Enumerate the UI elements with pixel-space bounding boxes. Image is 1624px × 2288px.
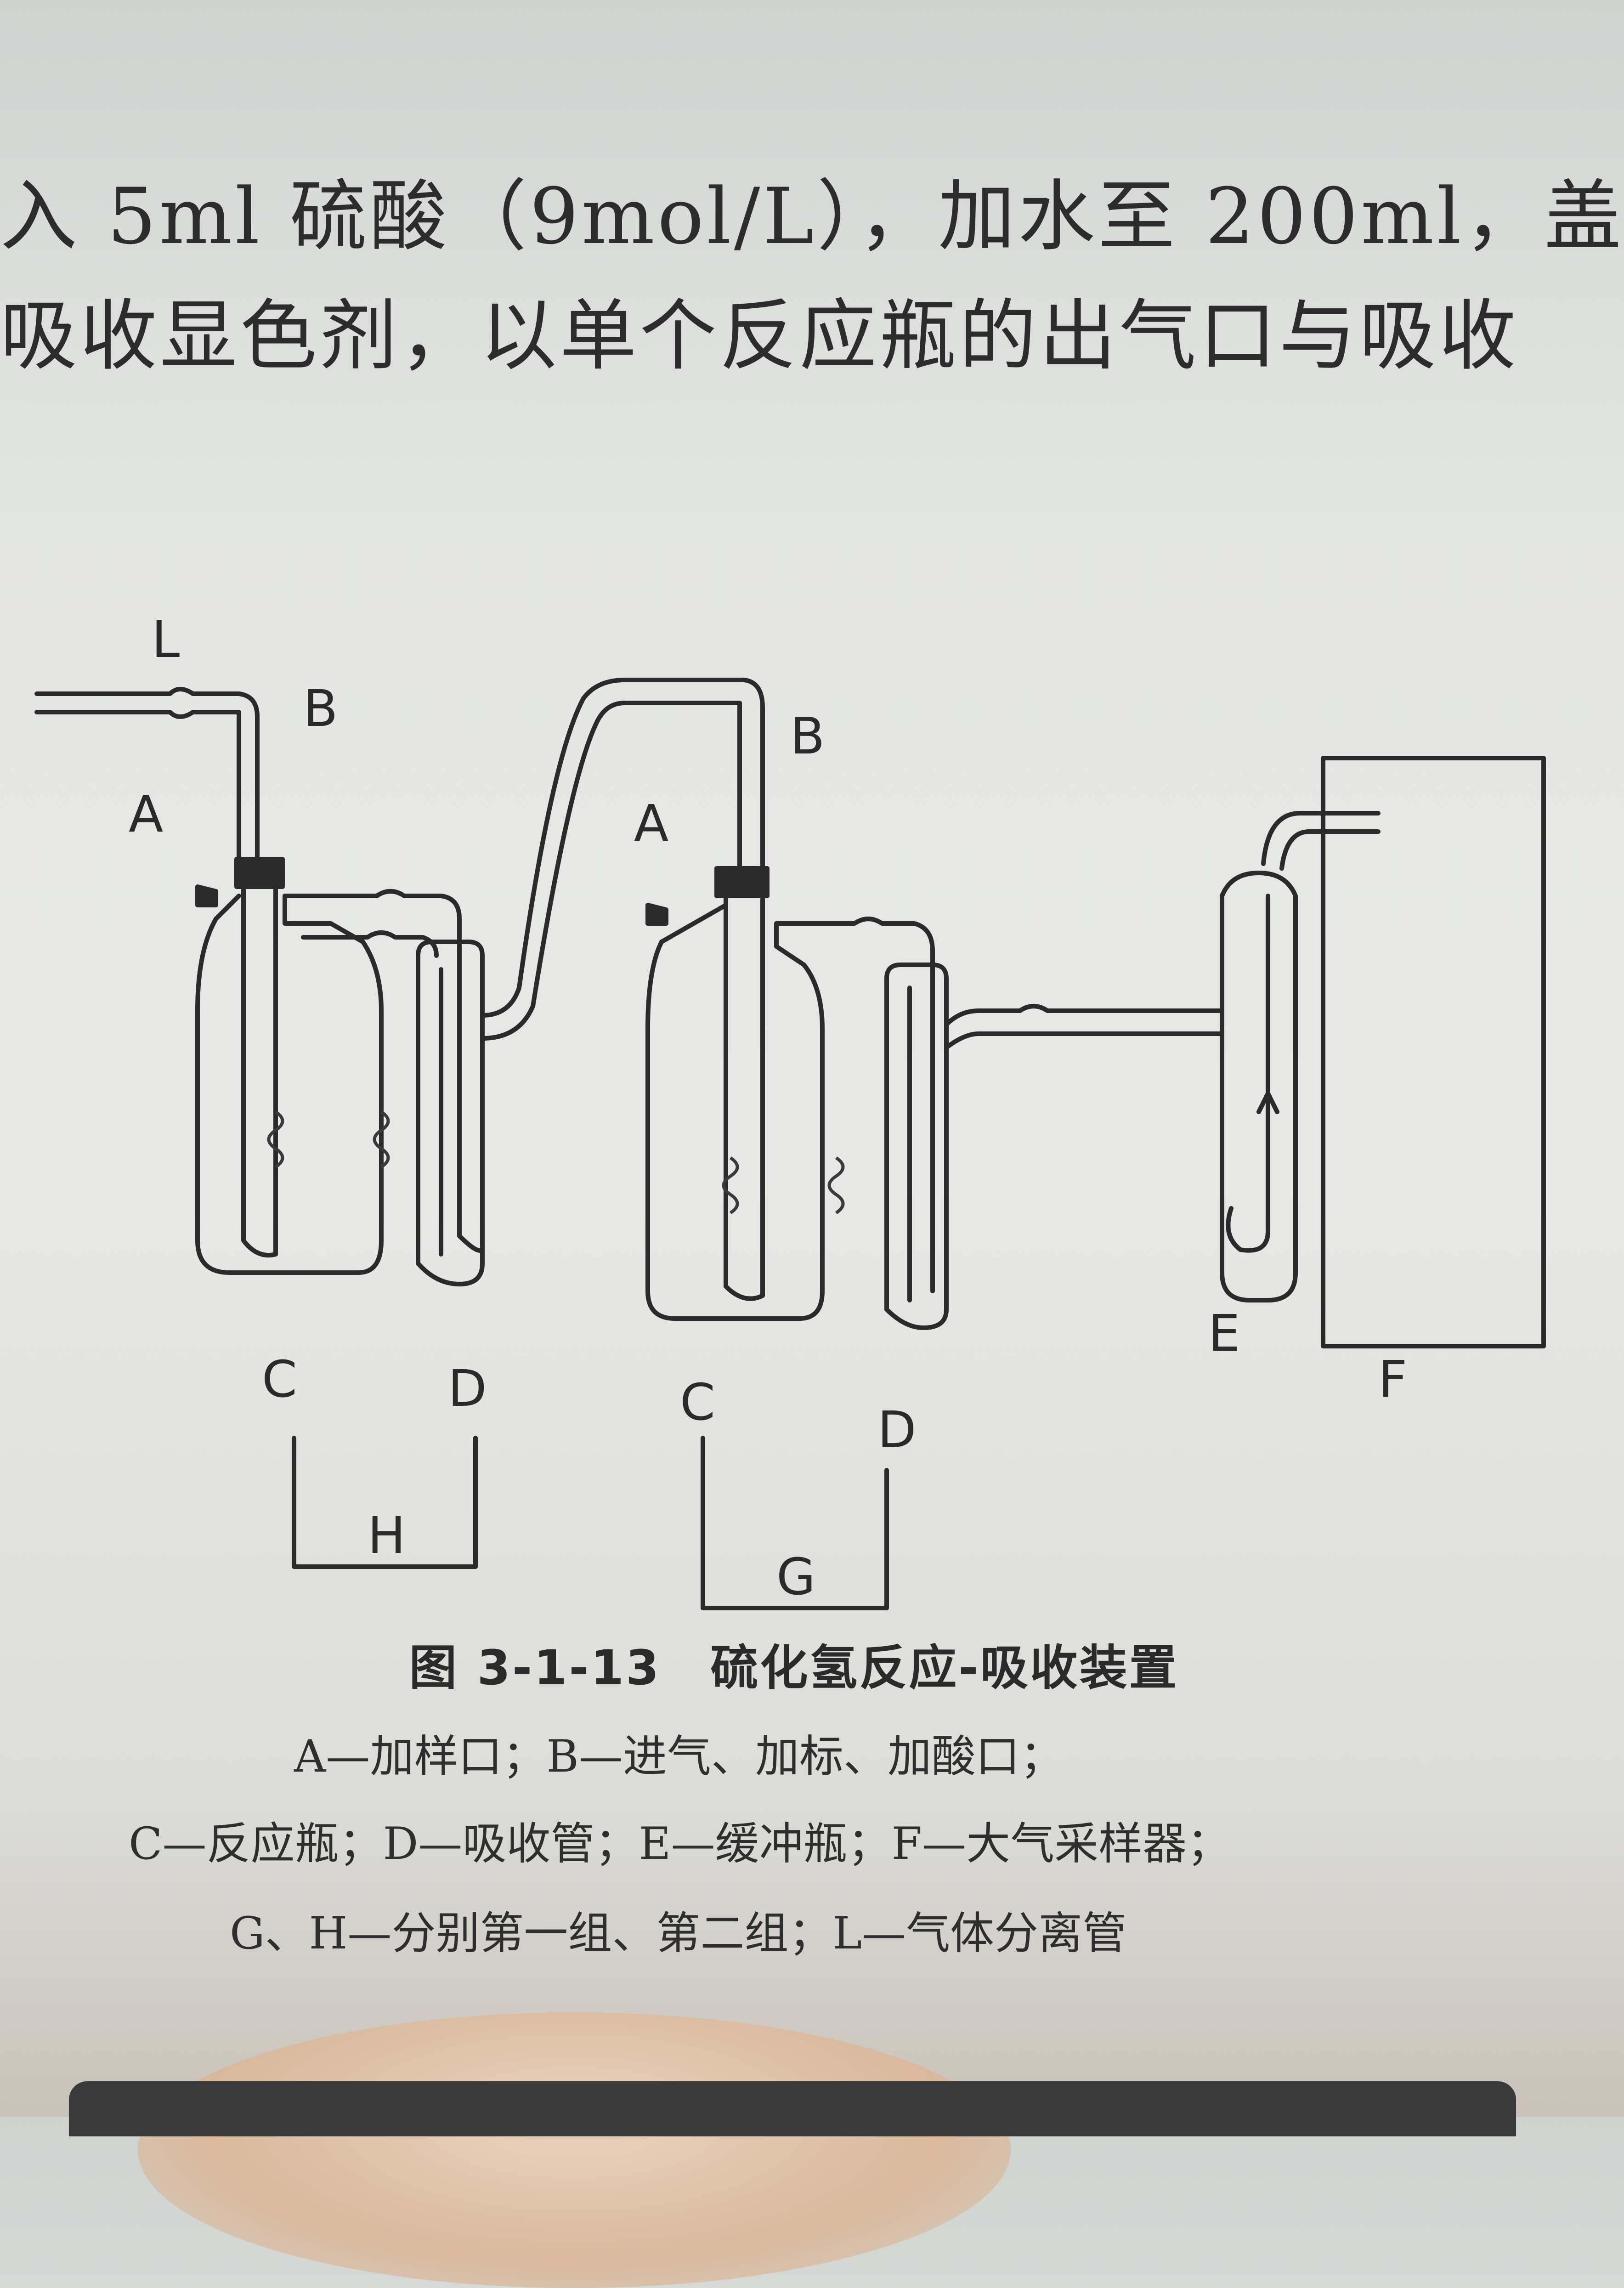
label-G: G: [776, 1547, 815, 1606]
finger-shadow: [138, 2012, 1011, 2288]
label-A-2: A: [634, 794, 668, 853]
figure-caption-title: 图 3-1-13 硫化氢反应-吸收装置: [409, 1640, 1179, 1696]
group-g-bracket: [701, 1436, 889, 1610]
air-sampler: [1321, 756, 1546, 1348]
label-D-1: D: [448, 1359, 487, 1418]
label-F: F: [1378, 1350, 1407, 1409]
figure-legend-line-1: A—加样口；B—进气、加标、加酸口；: [294, 1731, 1064, 1782]
reaction-bottle-2: [645, 866, 935, 1321]
label-L: L: [152, 610, 180, 669]
book-page: 入 5ml 硫酸（9mol/L），加水至 200ml，盖 吸收显色剂，以单个反应…: [0, 171, 1621, 2288]
absorption-tube-2: [884, 963, 949, 1330]
connecting-tube: [480, 678, 765, 1041]
apparatus-diagram: L B A B A C D H C D G E F: [34, 610, 1546, 1610]
gas-separation-tube-L: [34, 687, 260, 880]
buffer-bottle: [1220, 811, 1381, 1303]
label-C-2: C: [680, 1373, 715, 1432]
liquid-markings: [267, 1110, 845, 1214]
label-B-2: B: [790, 707, 825, 765]
reaction-bottle-1: [195, 857, 462, 1275]
absorption-tube-1: [416, 940, 485, 1286]
tube-to-buffer: [944, 1004, 1224, 1050]
label-A-1: A: [129, 785, 163, 844]
label-B-1: B: [303, 679, 338, 738]
body-text-line-1: 入 5ml 硫酸（9mol/L），加水至 200ml，盖: [0, 171, 1624, 261]
label-E: E: [1208, 1304, 1240, 1363]
screen-bezel: [69, 2081, 1516, 2136]
label-D-2: D: [877, 1400, 917, 1459]
body-text-line-2: 吸收显色剂，以单个反应瓶的出气口与吸收: [0, 291, 1519, 381]
figure-legend-line-2: C—反应瓶；D—吸收管；E—缓冲瓶；F—大气采样器；: [129, 1818, 1231, 1869]
label-C-1: C: [262, 1350, 297, 1409]
group-h-bracket: [292, 1436, 478, 1569]
figure-legend-line-3: G、H—分别第一组、第二组；L—气体分离管: [230, 1908, 1127, 1959]
label-H: H: [368, 1506, 406, 1565]
